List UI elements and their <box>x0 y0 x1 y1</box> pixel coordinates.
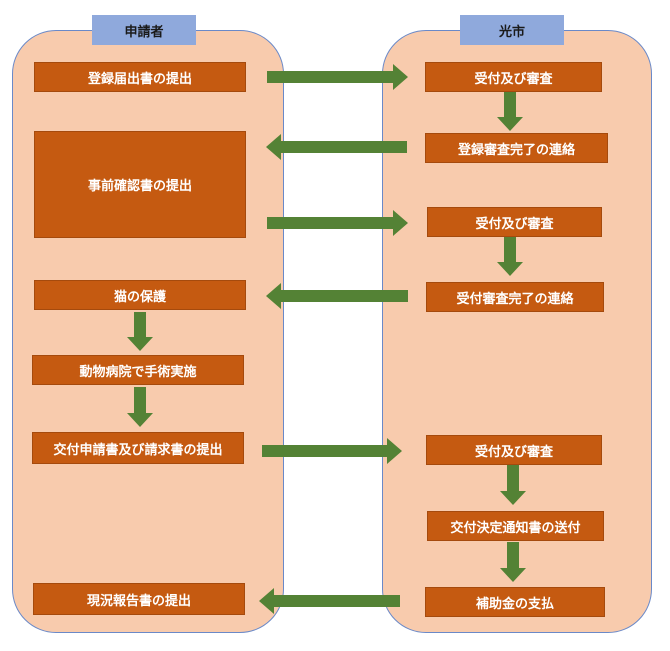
step-receive-review-1: 受付及び審査 <box>425 62 602 92</box>
arrow-down-city-3 <box>500 465 526 505</box>
step-registration-submit: 登録届出書の提出 <box>34 62 246 92</box>
step-surgery: 動物病院で手術実施 <box>32 355 244 385</box>
arrow-right-3 <box>262 438 402 464</box>
applicant-lane <box>12 30 284 633</box>
step-grant-decision-notice-send: 交付決定通知書の送付 <box>427 511 604 541</box>
arrow-down-city-1 <box>497 92 523 131</box>
step-receive-review-3: 受付及び審査 <box>426 435 602 465</box>
step-grant-request-submit: 交付申請書及び請求書の提出 <box>32 432 244 464</box>
arrow-down-applicant-2 <box>127 387 153 427</box>
step-status-report-submit: 現況報告書の提出 <box>33 583 245 615</box>
step-cat-protection: 猫の保護 <box>34 280 246 310</box>
step-subsidy-payment: 補助金の支払 <box>425 587 605 617</box>
arrow-left-2 <box>266 283 408 309</box>
arrow-right-1 <box>267 64 408 90</box>
arrow-left-3 <box>259 588 400 614</box>
step-receive-review-2: 受付及び審査 <box>427 207 602 237</box>
arrow-down-city-2 <box>497 237 523 276</box>
arrow-right-2 <box>267 210 408 236</box>
city-lane-title: 光市 <box>460 15 564 45</box>
arrow-down-city-4 <box>500 542 526 582</box>
arrow-down-applicant-1 <box>127 312 153 351</box>
step-pre-confirmation-submit: 事前確認書の提出 <box>34 131 246 238</box>
step-registration-review-done-notice: 登録審査完了の連絡 <box>425 133 608 163</box>
step-review-done-notice: 受付審査完了の連絡 <box>426 282 604 312</box>
arrow-left-1 <box>266 134 407 160</box>
applicant-lane-title: 申請者 <box>92 15 196 45</box>
